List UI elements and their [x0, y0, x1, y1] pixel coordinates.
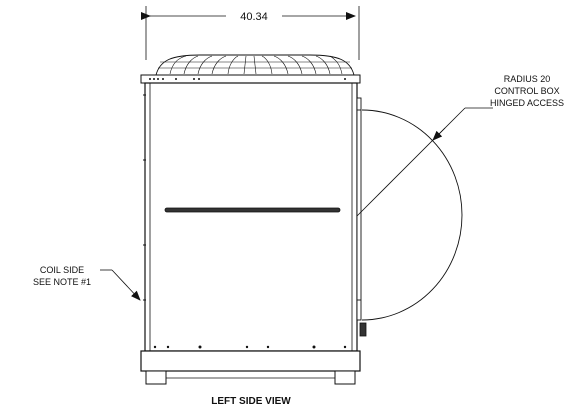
center-handle-bar — [164, 207, 341, 213]
base-rail — [140, 350, 361, 372]
top-cap-fasteners — [149, 78, 346, 80]
radius-callout-line-2: CONTROL BOX — [494, 86, 559, 96]
radius-callout-line-1: RADIUS 20 — [504, 74, 551, 84]
coil-callout-line-1: COIL SIDE — [40, 265, 84, 275]
top-cap — [140, 74, 361, 84]
width-dimension-label: 40.34 — [240, 11, 268, 23]
coil-callout-line-2: SEE NOTE #1 — [33, 277, 91, 287]
fan-guard-wires — [169, 55, 343, 75]
radius-leader-line — [356, 107, 466, 217]
radius-callout-line-3: HINGED ACCESS — [490, 98, 564, 108]
coil-leader-arrow — [111, 269, 141, 301]
view-title: LEFT SIDE VIEW — [211, 396, 291, 407]
base-foot-right — [334, 370, 356, 385]
service-valve — [359, 322, 367, 337]
radius-leader-arrow — [432, 127, 446, 141]
coil-side-callout: COIL SIDE SEE NOTE #1 — [33, 265, 141, 301]
hinged-access-swing-arc — [361, 109, 463, 321]
cabinet-body — [144, 82, 358, 352]
coil-side-ticks — [143, 94, 146, 301]
base-foot-left — [145, 370, 167, 385]
width-dimension: 40.34 — [141, 6, 360, 60]
base-fasteners — [153, 345, 347, 349]
control-box-side — [356, 97, 362, 321]
radius-callout: RADIUS 20 CONTROL BOX HINGED ACCESS — [356, 74, 564, 217]
fan-guard — [155, 54, 355, 76]
